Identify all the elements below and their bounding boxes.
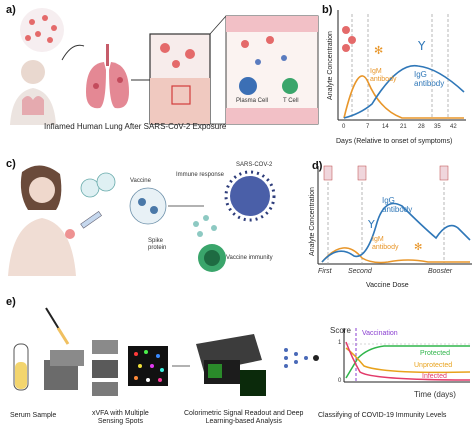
lungs-icon bbox=[86, 44, 129, 109]
panel-d-ylabel: Analyte Concentration bbox=[308, 187, 316, 256]
sars-cov-2-virus bbox=[224, 170, 276, 222]
vaccine-immunity-cell bbox=[198, 244, 226, 272]
panel-a-illustration bbox=[10, 8, 319, 125]
tick-14: 14 bbox=[382, 124, 389, 130]
igg-icon: Y bbox=[417, 39, 426, 53]
pipette-icon bbox=[45, 307, 70, 345]
panel-b-virus-icons bbox=[342, 26, 356, 52]
panel-b-gridlines bbox=[351, 14, 449, 120]
d-igg-label: IgG antibody bbox=[382, 196, 413, 214]
score-plot bbox=[343, 328, 471, 383]
injection-site bbox=[65, 229, 75, 239]
xvfa-device bbox=[44, 340, 118, 396]
igg-label: IgG antibody bbox=[414, 70, 445, 88]
panel-c-letter: c) bbox=[6, 158, 16, 170]
d-igg-curve bbox=[321, 202, 471, 263]
panel-e-letter: e) bbox=[6, 296, 16, 308]
immunity-label: Vaccine immunity bbox=[226, 255, 273, 261]
d-igm-label: IgM antibody bbox=[372, 236, 399, 251]
panel-b-ticks: 0 7 14 21 28 35 42 bbox=[338, 124, 468, 134]
igm-icon: ✻ bbox=[374, 44, 383, 57]
spike-label: Spike protein bbox=[148, 238, 167, 251]
score-xlabel: Time (days) bbox=[414, 390, 456, 399]
vaccine-bubbles bbox=[80, 172, 116, 198]
d-tick-second: Second bbox=[348, 268, 372, 275]
immune-response-label: Immune response bbox=[176, 172, 225, 178]
panel-b-ylabel: Analyte Concentration bbox=[326, 31, 334, 100]
classify-caption: Classifying of COVID-19 Immunity Levels bbox=[318, 412, 447, 419]
panel-b-xlabel: Days (Relative to onset of symptoms) bbox=[336, 138, 453, 145]
plasma-cell-label: Plasma Cell bbox=[236, 98, 269, 104]
t-cell-icon bbox=[282, 78, 298, 94]
sars-label: SARS-COV-2 bbox=[236, 162, 273, 168]
infected-curve bbox=[345, 341, 471, 381]
woman-figure bbox=[8, 165, 76, 276]
serum-tube-icon bbox=[13, 343, 29, 391]
panel-d-chart: Y ✻ bbox=[317, 165, 472, 265]
panel-e-illustration bbox=[13, 307, 319, 396]
unprotected-label: Unprotected bbox=[414, 362, 453, 369]
panel-b-chart: ✻ Y bbox=[337, 10, 466, 121]
igg-curve bbox=[343, 64, 465, 119]
xvfa-caption: xVFA with Multiple Sensing Spots bbox=[92, 410, 149, 425]
panel-b-letter: b) bbox=[322, 4, 333, 16]
tick-35: 35 bbox=[434, 124, 441, 130]
d-tick-first: First bbox=[318, 268, 332, 275]
vaccination-label: Vaccination bbox=[362, 330, 398, 337]
protected-label: Protected bbox=[420, 350, 450, 357]
tick-42: 42 bbox=[450, 124, 457, 130]
alveolus-zoom-box bbox=[149, 33, 211, 125]
reader-device bbox=[196, 334, 266, 396]
virus-cloud bbox=[20, 8, 64, 52]
igm-label: IgM antibody bbox=[370, 68, 397, 83]
d-igm-icon: ✻ bbox=[414, 242, 422, 253]
spike-proteins bbox=[193, 215, 217, 237]
d-igg-icon: Y bbox=[367, 218, 375, 231]
t-cell-label: T Cell bbox=[283, 98, 299, 104]
d-igm-curve bbox=[321, 247, 470, 264]
tick-28: 28 bbox=[418, 124, 425, 130]
syringe-icon bbox=[80, 211, 102, 229]
score-ytick-1: 1 bbox=[338, 340, 342, 346]
score-ylabel: Score bbox=[330, 326, 351, 335]
vaccine-label: Vaccine bbox=[130, 178, 151, 184]
tick-0: 0 bbox=[342, 124, 346, 130]
infected-label: Infected bbox=[422, 373, 447, 380]
score-ytick-0: 0 bbox=[338, 378, 342, 384]
serum-caption: Serum Sample bbox=[10, 412, 57, 419]
igm-curve bbox=[343, 75, 464, 119]
pipeline-arrow-dot bbox=[313, 355, 319, 361]
tick-7: 7 bbox=[366, 124, 370, 130]
unprotected-curve bbox=[345, 347, 471, 374]
arrow-curve bbox=[61, 44, 85, 61]
panel-c-illustration bbox=[8, 165, 276, 276]
panel-d-xlabel: Vaccine Dose bbox=[366, 282, 409, 289]
neural-network-icon bbox=[284, 348, 308, 368]
panel-d-letter: d) bbox=[312, 160, 323, 172]
d-tick-booster: Booster bbox=[428, 268, 453, 275]
tissue-magnified bbox=[225, 15, 319, 125]
panel-a-letter: a) bbox=[6, 4, 16, 16]
protected-curve bbox=[345, 345, 470, 379]
plasma-cell-icon bbox=[239, 77, 257, 95]
tick-21: 21 bbox=[400, 124, 407, 130]
panel-a-caption: Inflamed Human Lung After SARS-CoV-2 Exp… bbox=[44, 122, 227, 131]
patient-figure bbox=[10, 60, 56, 125]
sensing-spots-grid bbox=[128, 346, 168, 386]
virus-particles bbox=[25, 15, 57, 43]
vaccine-cell bbox=[129, 187, 167, 225]
vaccine-vial-icons bbox=[323, 165, 449, 181]
readout-caption: Colorimetric Signal Readout and Deep Lea… bbox=[184, 410, 304, 425]
panel-d-gridlines bbox=[327, 182, 445, 264]
